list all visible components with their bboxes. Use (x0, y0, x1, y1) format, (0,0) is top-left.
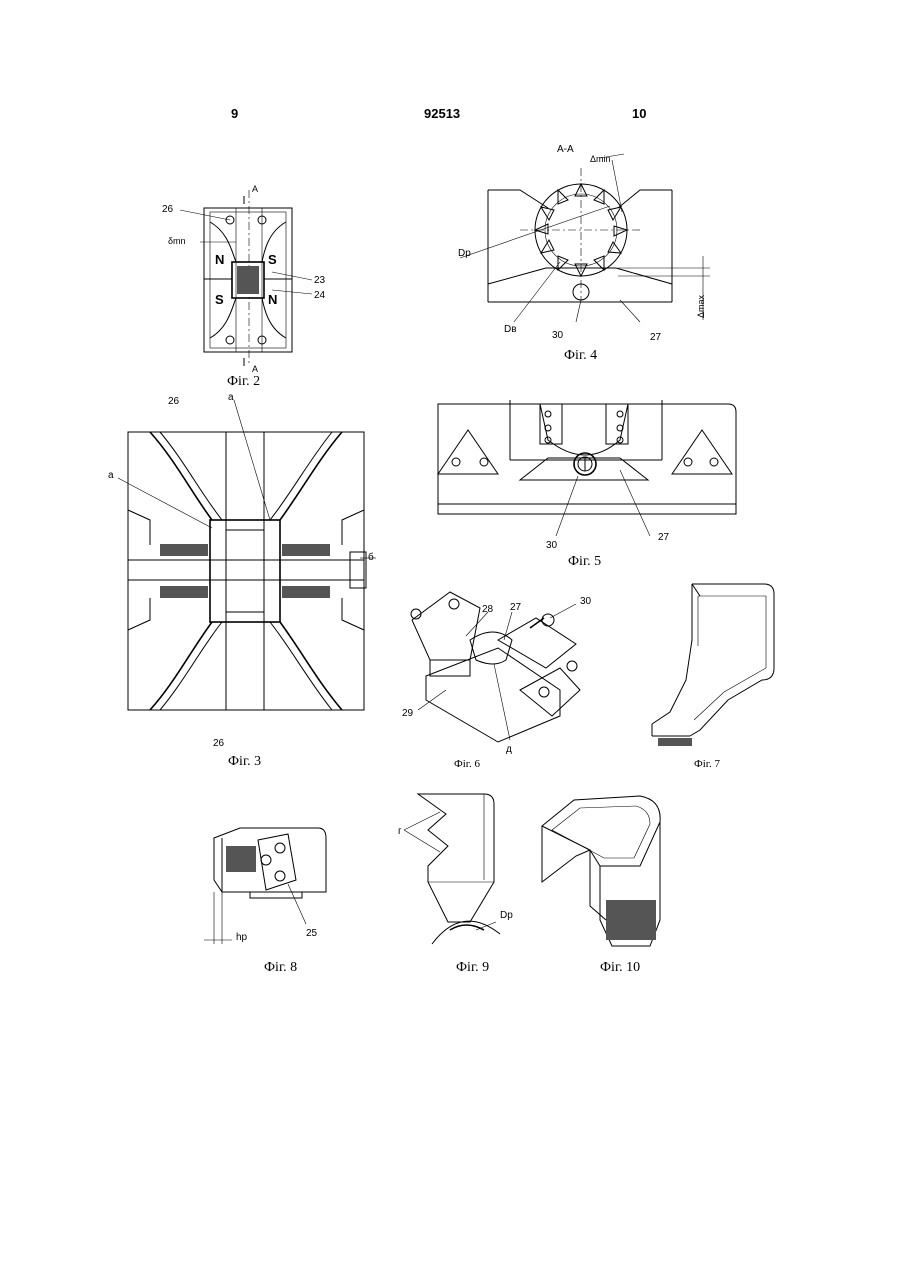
fig10-caption: Фіг. 10 (600, 960, 640, 976)
